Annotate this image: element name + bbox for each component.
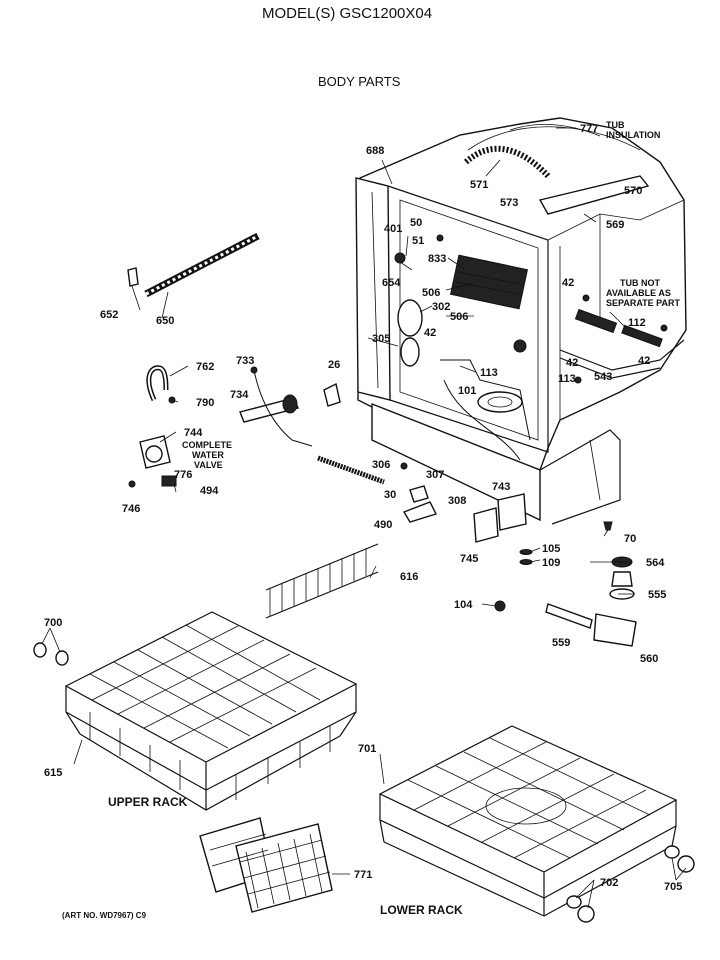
- callout-654: 654: [382, 277, 401, 289]
- callout-labels: 777 688 571 573 570 569 401 50 51 833 65…: [44, 123, 682, 893]
- callout-745: 745: [460, 553, 478, 565]
- complete-water-valve-note-line1: COMPLETE: [182, 440, 232, 450]
- sump-parts: [473, 493, 613, 565]
- callout-494: 494: [200, 485, 219, 497]
- callout-616: 616: [400, 571, 418, 583]
- tub-not-available-note-line2: AVAILABLE AS: [606, 288, 671, 298]
- complete-water-valve-note-line2: WATER: [192, 450, 224, 460]
- callout-104: 104: [454, 599, 473, 611]
- callout-700: 700: [44, 617, 62, 629]
- lower-rack-label: LOWER RACK: [380, 903, 463, 917]
- callout-401: 401: [384, 223, 402, 235]
- callout-70: 70: [624, 533, 636, 545]
- callout-570: 570: [624, 185, 642, 197]
- art-number-label: (ART NO. WD7967) C9: [62, 911, 147, 920]
- callout-833: 833: [428, 253, 446, 265]
- callout-571: 571: [470, 179, 488, 191]
- callout-746: 746: [122, 503, 140, 515]
- callout-744: 744: [184, 427, 203, 439]
- callout-762: 762: [196, 361, 214, 373]
- callout-26: 26: [328, 359, 340, 371]
- callout-109: 109: [542, 557, 560, 569]
- callout-555: 555: [648, 589, 666, 601]
- callout-308: 308: [448, 495, 466, 507]
- callout-50: 50: [410, 217, 422, 229]
- callout-560: 560: [640, 653, 658, 665]
- callout-559: 559: [552, 637, 570, 649]
- upper-rack: [33, 611, 358, 811]
- upper-rack-label: UPPER RACK: [108, 795, 188, 809]
- callout-305: 305: [372, 333, 390, 345]
- callout-51: 51: [412, 235, 424, 247]
- callout-652: 652: [100, 309, 118, 321]
- tub-insulation-note-line2: INSULATION: [606, 130, 660, 140]
- silverware-basket: [199, 817, 333, 913]
- callout-42-c: 42: [566, 357, 578, 369]
- callout-776: 776: [174, 469, 192, 481]
- section-title: BODY PARTS: [318, 74, 401, 89]
- callout-306: 306: [372, 459, 390, 471]
- callout-506-lower: 506: [450, 311, 468, 323]
- callout-771: 771: [354, 869, 372, 881]
- tub-assembly: [355, 117, 687, 525]
- lower-rack: [378, 725, 695, 923]
- door-spring: [317, 455, 437, 523]
- callout-307: 307: [426, 469, 444, 481]
- complete-water-valve-note-line3: VALVE: [194, 460, 223, 470]
- door-latch: [239, 366, 341, 447]
- callout-705: 705: [664, 881, 682, 893]
- callout-506-upper: 506: [422, 287, 440, 299]
- tub-not-available-note-line1: TUB NOT: [620, 278, 660, 288]
- callout-702: 702: [600, 877, 618, 889]
- callout-573: 573: [500, 197, 518, 209]
- pump-motor: [494, 556, 637, 647]
- callout-302: 302: [432, 301, 450, 313]
- callout-543: 543: [594, 371, 612, 383]
- water-valve: [128, 365, 177, 488]
- door-gasket: [127, 232, 260, 298]
- leader-lines: [41, 127, 687, 909]
- callout-30: 30: [384, 489, 396, 501]
- callout-701: 701: [358, 743, 376, 755]
- callout-105: 105: [542, 543, 560, 555]
- callout-42-b: 42: [424, 327, 436, 339]
- rack-rail: [265, 543, 379, 619]
- callout-113-a: 113: [480, 367, 498, 379]
- callout-734: 734: [230, 389, 249, 401]
- callout-777: 777: [580, 123, 598, 135]
- model-title: MODEL(S) GSC1200X04: [262, 5, 432, 22]
- callout-490: 490: [374, 519, 392, 531]
- callout-650: 650: [156, 315, 174, 327]
- callout-688: 688: [366, 145, 384, 157]
- callout-743: 743: [492, 481, 510, 493]
- callout-42-a: 42: [562, 277, 574, 289]
- callout-564: 564: [646, 557, 665, 569]
- callout-569: 569: [606, 219, 624, 231]
- callout-42-d: 42: [638, 355, 650, 367]
- callout-101: 101: [458, 385, 476, 397]
- callout-113-b: 113: [558, 373, 576, 385]
- callout-615: 615: [44, 767, 62, 779]
- tub-not-available-note-line3: SEPARATE PART: [606, 298, 681, 308]
- callout-733: 733: [236, 355, 254, 367]
- callout-790: 790: [196, 397, 214, 409]
- tub-insulation-note-line1: TUB: [606, 120, 625, 130]
- callout-112: 112: [628, 317, 646, 329]
